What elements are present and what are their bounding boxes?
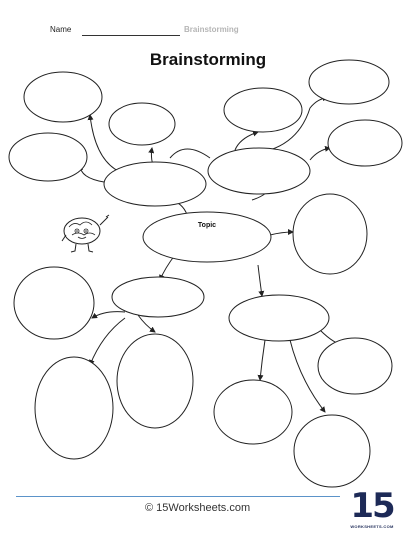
idea-bubble[interactable]	[34, 356, 114, 460]
idea-bubble[interactable]	[13, 266, 95, 340]
idea-bubble[interactable]	[207, 147, 311, 195]
idea-bubble[interactable]	[293, 414, 371, 488]
idea-bubble[interactable]	[317, 337, 393, 395]
site-logo: 15 WORKSHEETS.COM	[350, 486, 395, 532]
idea-bubble[interactable]	[327, 119, 403, 167]
idea-bubble[interactable]	[228, 294, 330, 342]
idea-bubble[interactable]	[111, 276, 205, 318]
brain-mascot-icon	[61, 214, 110, 253]
idea-bubble[interactable]	[108, 102, 176, 146]
topic-bubble[interactable]	[142, 211, 272, 263]
idea-bubble[interactable]	[116, 333, 194, 429]
topic-label: Topic	[198, 222, 216, 229]
page-title: Brainstorming	[149, 50, 267, 69]
logo-number: 15	[350, 486, 395, 526]
idea-ellipses	[8, 59, 403, 488]
copyright-text: © 15Worksheets.com	[145, 502, 251, 514]
footer-divider	[16, 496, 340, 497]
logo-text: WORKSHEETS.COM	[350, 524, 394, 529]
name-label: Name	[50, 25, 72, 34]
name-line[interactable]	[82, 35, 180, 36]
idea-bubble[interactable]	[308, 59, 390, 105]
idea-bubble[interactable]	[103, 161, 207, 207]
header-subtitle: Brainstorming	[184, 25, 239, 34]
idea-bubble[interactable]	[8, 132, 88, 182]
idea-bubble[interactable]	[223, 87, 303, 133]
idea-bubble[interactable]	[292, 193, 368, 275]
idea-bubble[interactable]	[213, 379, 293, 445]
idea-bubble[interactable]	[23, 71, 103, 123]
